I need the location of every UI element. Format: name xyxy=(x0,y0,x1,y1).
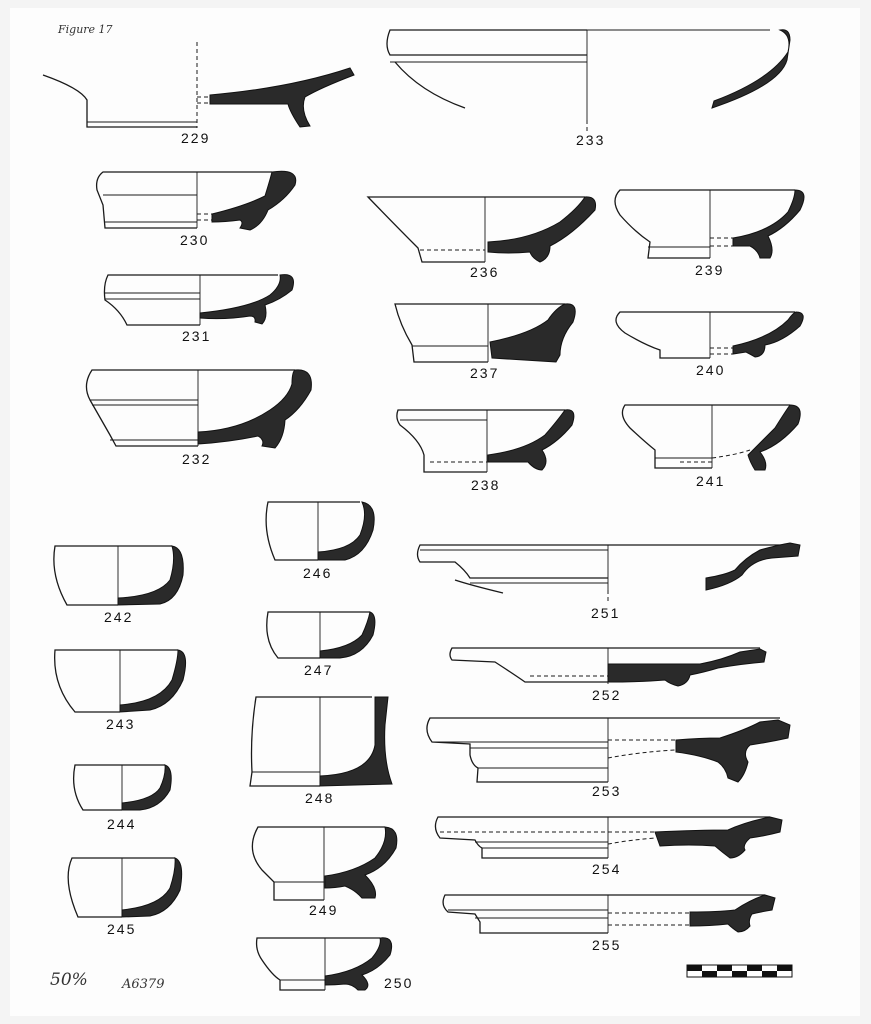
profile-255 xyxy=(442,894,776,934)
label-245: 245 xyxy=(107,921,136,937)
scale-bar xyxy=(686,964,793,978)
profile-239 xyxy=(614,189,805,259)
profile-252 xyxy=(449,647,767,687)
profile-243 xyxy=(54,649,187,713)
profile-230 xyxy=(95,170,297,231)
label-239: 239 xyxy=(695,262,724,278)
label-243: 243 xyxy=(106,716,135,732)
profile-238 xyxy=(396,409,575,473)
profile-229 xyxy=(42,42,355,128)
label-252: 252 xyxy=(592,687,621,703)
profile-244 xyxy=(72,764,172,811)
profile-251 xyxy=(416,542,801,604)
profile-247 xyxy=(266,611,376,659)
label-255: 255 xyxy=(592,937,621,953)
profile-236 xyxy=(366,196,596,263)
label-251: 251 xyxy=(591,605,620,621)
profile-245 xyxy=(67,857,183,918)
profile-249 xyxy=(251,826,398,901)
profile-237 xyxy=(394,303,576,363)
label-240: 240 xyxy=(696,362,725,378)
profile-253 xyxy=(426,717,791,783)
label-238: 238 xyxy=(471,477,500,493)
label-253: 253 xyxy=(592,783,621,799)
label-247: 247 xyxy=(304,662,333,678)
profile-246 xyxy=(265,501,375,561)
scale-note: 50% xyxy=(50,970,88,990)
profile-231 xyxy=(103,274,294,326)
profile-232 xyxy=(85,369,312,449)
label-231: 231 xyxy=(182,328,211,344)
label-249: 249 xyxy=(309,902,338,918)
label-232: 232 xyxy=(182,451,211,467)
profile-248 xyxy=(249,696,393,787)
profile-250 xyxy=(255,937,393,991)
label-241: 241 xyxy=(696,473,725,489)
profile-241 xyxy=(621,404,801,471)
label-237: 237 xyxy=(470,365,499,381)
label-254: 254 xyxy=(592,861,621,877)
label-244: 244 xyxy=(107,816,136,832)
figure-label: Figure 17 xyxy=(57,23,113,36)
label-250: 250 xyxy=(384,975,413,991)
profile-242 xyxy=(53,545,184,606)
label-230: 230 xyxy=(180,232,209,248)
profile-233 xyxy=(386,29,791,132)
label-236: 236 xyxy=(470,264,499,280)
catalogue-number: A6379 xyxy=(121,977,164,992)
profile-254 xyxy=(434,816,783,859)
profile-240 xyxy=(615,311,804,359)
label-242: 242 xyxy=(104,609,133,625)
label-248: 248 xyxy=(305,790,334,806)
label-246: 246 xyxy=(303,565,332,581)
label-229: 229 xyxy=(181,130,210,146)
label-233: 233 xyxy=(576,132,605,148)
